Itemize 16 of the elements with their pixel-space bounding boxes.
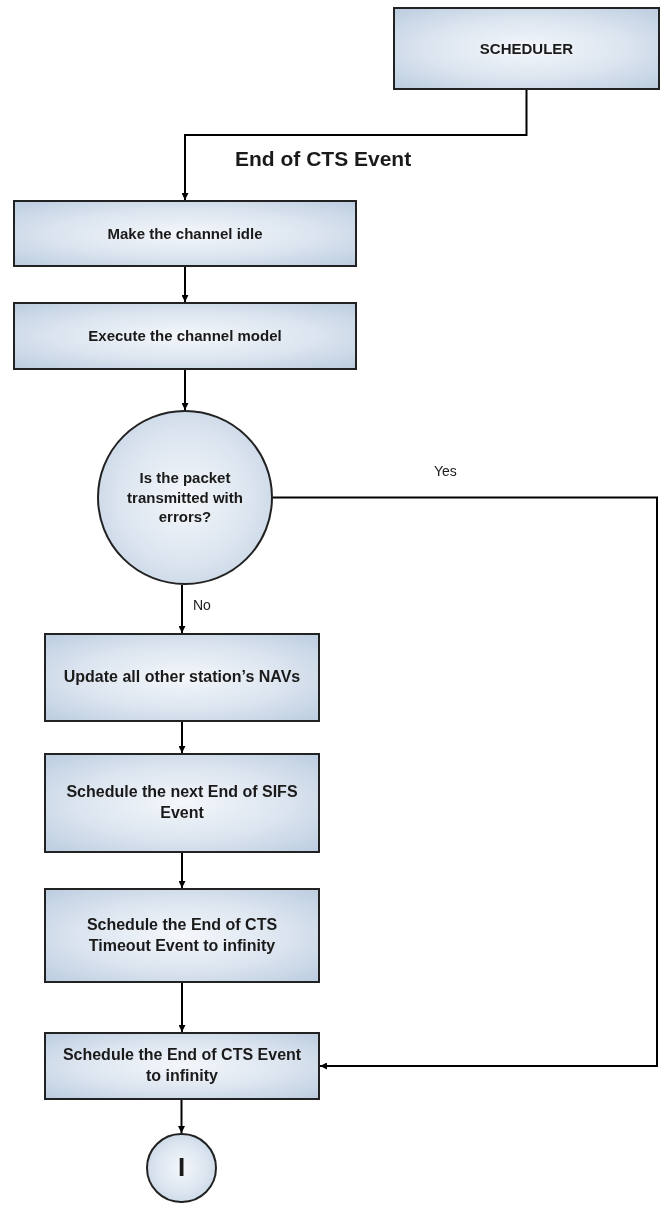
process-box: Schedule the End of CTS Timeout Event to infinity (44, 888, 320, 983)
process-box: Schedule the next End of SIFS Event (44, 753, 320, 853)
arrow (181, 369, 189, 411)
process-box: Make the channel idle (13, 200, 357, 267)
arrow (181, 266, 189, 303)
arrow (178, 584, 186, 634)
process-box: Execute the channel model (13, 302, 357, 370)
process-box: Schedule the End of CTS Event to infinity (44, 1032, 320, 1100)
process-box: SCHEDULER (393, 7, 660, 90)
arrow (178, 852, 186, 889)
arrow (178, 721, 186, 754)
arrow (181, 89, 528, 201)
process-box: Update all other station’s NAVs (44, 633, 320, 722)
arrow (178, 1099, 185, 1134)
arrow (178, 982, 186, 1033)
arrow (272, 496, 658, 1070)
